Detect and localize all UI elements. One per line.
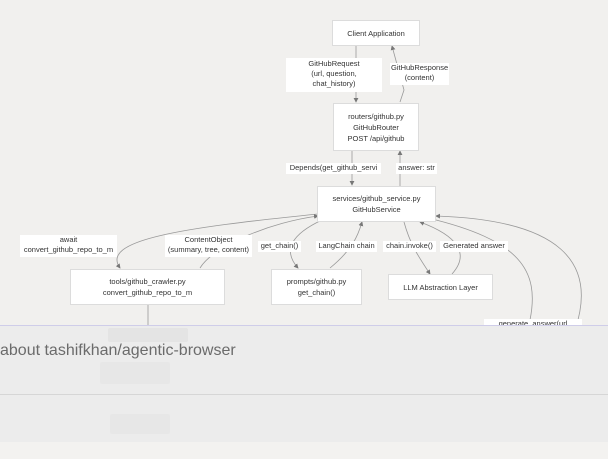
edge-response-router-to-client [390, 45, 405, 103]
panel-title: about tashifkhan/agentic-browser [0, 342, 236, 359]
node-text: LLM Abstraction Layer [403, 282, 478, 292]
architecture-diagram: Client Application routers/github.py Git… [20, 20, 582, 330]
blurred-content [100, 362, 170, 384]
bottom-strip [0, 442, 608, 459]
edge-label-github-response: GitHubResponse (content) [390, 63, 449, 85]
edge-label-generate-answer: generate_answer(url [484, 319, 582, 330]
label-text: Generated answer [443, 241, 505, 250]
label-text: ContentObject [184, 235, 233, 244]
node-text: tools/github_crawler.py [109, 277, 186, 286]
node-text: Client Application [347, 28, 405, 38]
label-text: generate_answer(url [498, 319, 568, 328]
edge-label-chain-invoke: chain.invoke() [383, 241, 436, 252]
label-text: GitHubResponse [391, 63, 449, 72]
panel-divider [0, 394, 608, 395]
node-text: prompts/github.py [286, 277, 347, 286]
edge-service-loop [427, 216, 533, 321]
edge-label-langchain-chain: LangChain chain [316, 241, 377, 252]
node-text: POST /api/github [347, 133, 405, 143]
label-text: convert_github_repo_to_m [23, 245, 114, 254]
label-text: Depends(get_github_servi [289, 163, 378, 172]
edge-label-github-request: GitHubRequest (url, question, chat_histo… [286, 58, 382, 92]
llm-abstraction-node: LLM Abstraction Layer [388, 274, 493, 300]
service-node: services/github_service.py GitHubService [317, 186, 436, 222]
edge-label-content-object: ContentObject (summary, tree, content) [165, 235, 252, 257]
client-application-node: Client Application [332, 20, 420, 46]
edge-label-await: await convert_github_repo_to_m [20, 235, 117, 257]
prompts-node: prompts/github.py get_chain() [271, 269, 362, 305]
label-text: (summary, tree, content) [167, 245, 250, 254]
edge-label-get-chain: get_chain() [258, 241, 301, 252]
edge-label-answer: answer: str [396, 163, 437, 174]
edge-label-depends: Depends(get_github_servi [286, 163, 381, 174]
node-text: routers/github.py [348, 111, 404, 121]
router-node: routers/github.py GitHubRouter POST /api… [333, 103, 419, 151]
edge-label-generated-answer: Generated answer [440, 241, 508, 252]
label-text: chat_history) [312, 79, 356, 88]
label-text: (content) [404, 73, 435, 82]
node-text: GitHubRouter [353, 122, 399, 132]
label-text: chain.invoke() [386, 241, 433, 250]
label-text: await [59, 235, 78, 244]
blurred-content [110, 414, 170, 434]
label-text: get_chain() [260, 241, 299, 250]
chat-overlay-panel: about tashifkhan/agentic-browser [0, 325, 608, 443]
label-text: (url, question, [311, 69, 357, 78]
label-text: LangChain chain [318, 241, 375, 250]
node-text: GitHubService [352, 205, 401, 214]
crawler-node: tools/github_crawler.py convert_github_r… [70, 269, 225, 305]
node-text: get_chain() [297, 288, 336, 297]
node-text: convert_github_repo_to_m [102, 288, 193, 297]
node-text: services/github_service.py [332, 194, 421, 203]
edge-service-to-crawler [115, 213, 319, 269]
blurred-content [108, 328, 188, 342]
label-text: answer: str [398, 163, 435, 172]
edge-generate-answer [435, 213, 582, 330]
label-text: GitHubRequest [308, 59, 360, 68]
